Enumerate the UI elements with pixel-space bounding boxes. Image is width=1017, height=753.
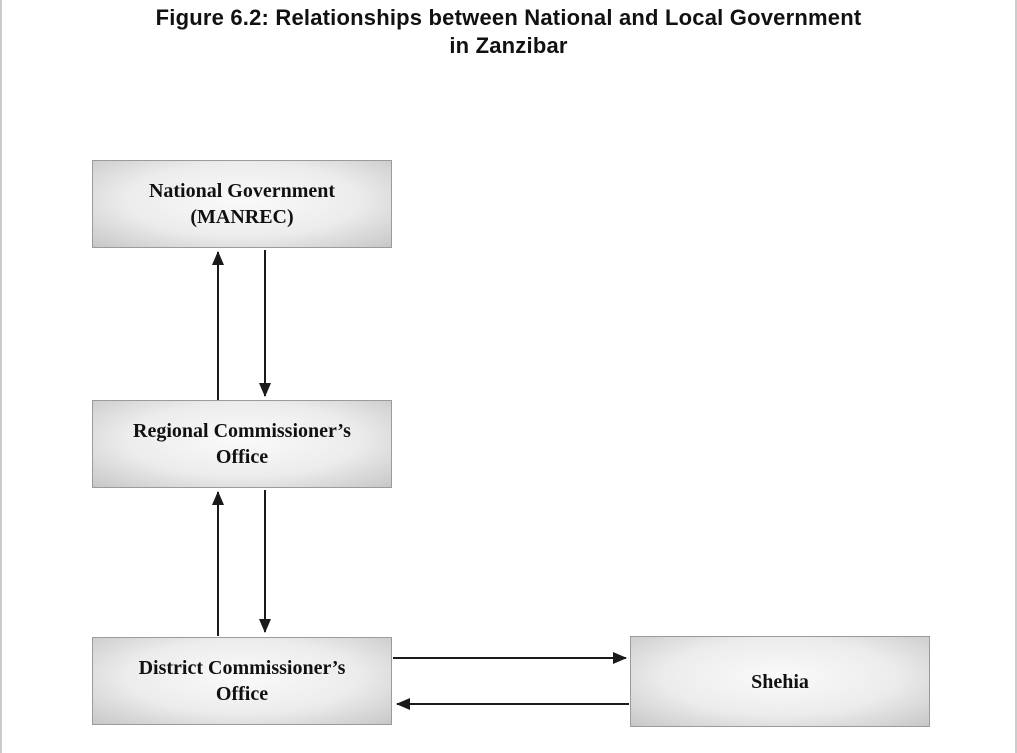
figure-title: Figure 6.2: Relationships between Nation… (2, 4, 1015, 60)
node-shehia-label: Shehia (751, 670, 809, 693)
node-regional-commissioners-office-label: Regional Commissioner’s Office (133, 420, 351, 468)
node-shehia: Shehia (630, 636, 930, 727)
figure-title-line1: Figure 6.2: Relationships between Nation… (155, 5, 862, 30)
node-district-commissioners-office: District Commissioner’s Office (92, 637, 392, 725)
node-regional-commissioners-office: Regional Commissioner’s Office (92, 400, 392, 488)
node-district-commissioners-office-label: District Commissioner’s Office (138, 657, 346, 705)
node-national-government: National Government (MANREC) (92, 160, 392, 248)
node-national-government-label: National Government (MANREC) (148, 180, 336, 228)
figure-title-line2: in Zanzibar (449, 33, 568, 58)
